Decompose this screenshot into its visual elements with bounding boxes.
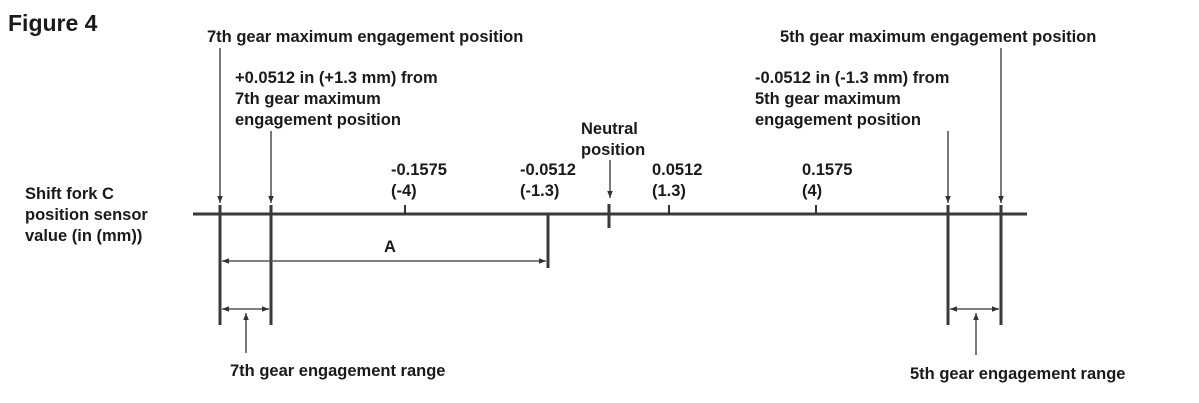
tick-in-plus-1-3: 0.0512 — [652, 161, 702, 179]
axis-label-line-1: Shift fork C — [25, 185, 114, 203]
seventh-offset-label: +0.0512 in (+1.3 mm) from 7th gear maxim… — [235, 69, 442, 129]
tick-in-plus-4: 0.1575 — [802, 161, 852, 179]
seventh-offset-line-1: +0.0512 in (+1.3 mm) from — [235, 69, 438, 87]
tick-label-minus-4: -0.1575 (-4) — [391, 161, 452, 200]
tick-in-minus-1-3: -0.0512 — [520, 161, 576, 179]
seventh-range-label: 7th gear engagement range — [230, 362, 445, 380]
axis-label-line-3: value (in (mm)) — [25, 227, 142, 245]
seventh-offset-line-3: engagement position — [235, 111, 401, 129]
neutral-label-line-1: Neutral — [581, 120, 638, 138]
tick-mm-minus-1-3: (-1.3) — [520, 182, 559, 200]
fifth-max-label: 5th gear maximum engagement position — [780, 28, 1096, 46]
fifth-offset-line-3: engagement position — [755, 111, 921, 129]
tick-mm-plus-4: (4) — [802, 182, 822, 200]
tick-label-minus-1-3: -0.0512 (-1.3) — [520, 161, 581, 200]
tick-mm-minus-4: (-4) — [391, 182, 417, 200]
tick-label-plus-4: 0.1575 (4) — [802, 161, 857, 200]
tick-mm-plus-1-3: (1.3) — [652, 182, 686, 200]
neutral-label: Neutral position — [581, 120, 645, 159]
dimension-a-label: A — [384, 238, 396, 256]
seventh-max-label: 7th gear maximum engagement position — [207, 28, 523, 46]
tick-in-minus-4: -0.1575 — [391, 161, 447, 179]
tick-label-plus-1-3: 0.0512 (1.3) — [652, 161, 707, 200]
seventh-offset-line-2: 7th gear maximum — [235, 90, 381, 108]
neutral-label-line-2: position — [581, 141, 645, 159]
figure-label: Figure 4 — [8, 10, 98, 36]
axis-label: Shift fork C position sensor value (in (… — [25, 185, 152, 245]
fifth-offset-line-1: -0.0512 in (-1.3 mm) from — [755, 69, 949, 87]
axis-label-line-2: position sensor — [25, 206, 148, 224]
fifth-range-label: 5th gear engagement range — [910, 365, 1125, 383]
fifth-offset-line-2: 5th gear maximum — [755, 90, 901, 108]
fifth-offset-label: -0.0512 in (-1.3 mm) from 5th gear maxim… — [755, 69, 954, 129]
